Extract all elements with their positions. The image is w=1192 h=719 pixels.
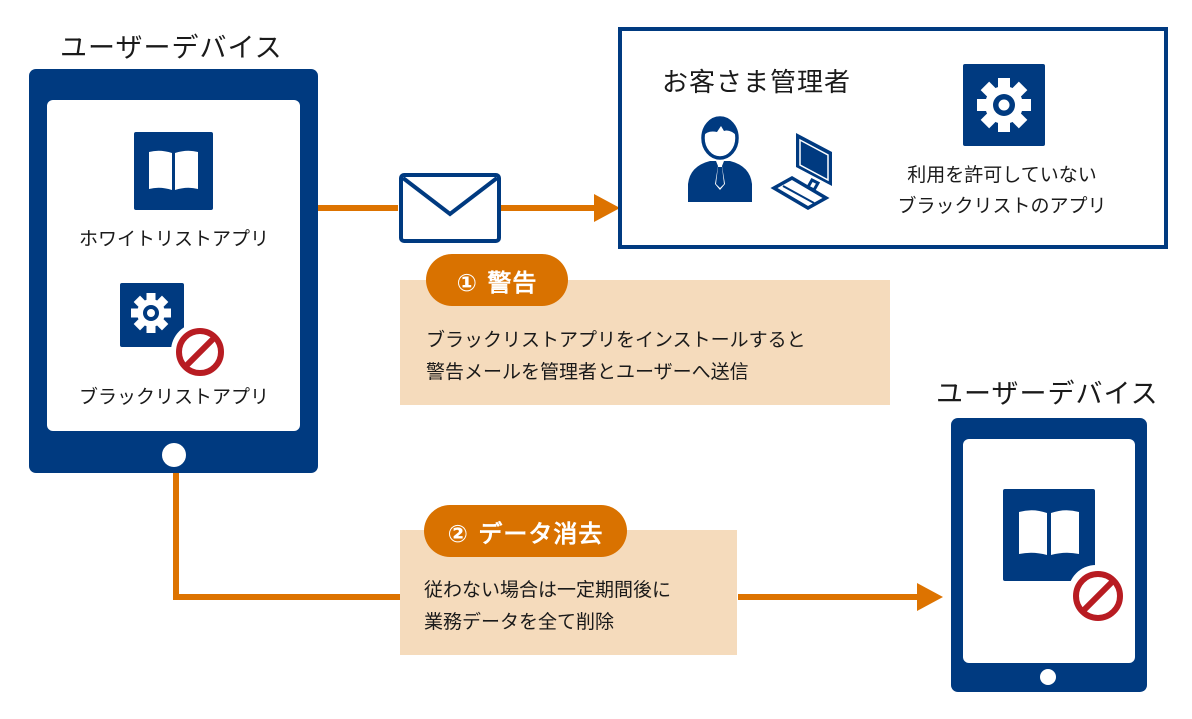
book-icon (149, 150, 198, 190)
source-device-tablet (29, 69, 318, 473)
step2-line1: 従わない場合は一定期間後に (424, 579, 672, 601)
connector-line (500, 205, 595, 211)
blacklist-app-icon (120, 283, 184, 347)
step2-badge: ② データ消去 (424, 505, 627, 557)
home-button (1040, 669, 1056, 685)
arrow-head-icon (917, 583, 943, 611)
connector-line (173, 473, 179, 600)
person-icon (686, 114, 754, 204)
whitelist-app-label: ホワイトリストアプリ (78, 228, 269, 250)
gear-icon (131, 293, 171, 333)
connector-line (173, 594, 401, 600)
step1-line2: 警告メールを管理者とユーザーへ送信 (426, 361, 749, 383)
step2-line2: 業務データを全て削除 (424, 611, 615, 633)
blacklist-app-icon (963, 64, 1045, 146)
blacklist-caption: 利用を許可していない ブラックリストのアプリ (868, 160, 1136, 222)
admin-title: お客さま管理者 (662, 68, 852, 98)
step1-description: ブラックリストアプリをインストールすると 警告メールを管理者とユーザーへ送信 (426, 324, 806, 388)
target-device-tablet (951, 418, 1147, 692)
source-device-title: ユーザーデバイス (60, 33, 283, 64)
computer-icon (770, 130, 840, 210)
whitelist-app-icon (134, 132, 213, 210)
connector-line (318, 205, 398, 211)
blacklist-caption-line1: 利用を許可していない (907, 164, 1097, 186)
mail-icon (398, 172, 502, 244)
disabled-app-icon (1003, 489, 1095, 581)
step1-line1: ブラックリストアプリをインストールすると (426, 329, 806, 351)
gear-icon (977, 78, 1031, 132)
arrow-head-icon (594, 194, 620, 222)
connector-line (738, 594, 918, 600)
prohibited-icon (170, 322, 228, 380)
prohibited-icon (1068, 565, 1128, 625)
step1-badge: ① 警告 (426, 254, 568, 306)
target-device-title: ユーザーデバイス (936, 379, 1159, 410)
home-button (162, 443, 186, 467)
step2-description: 従わない場合は一定期間後に 業務データを全て削除 (424, 574, 671, 638)
blacklist-app-label: ブラックリストアプリ (78, 386, 269, 408)
book-icon (1019, 510, 1079, 555)
blacklist-caption-line2: ブラックリストのアプリ (897, 195, 1107, 217)
